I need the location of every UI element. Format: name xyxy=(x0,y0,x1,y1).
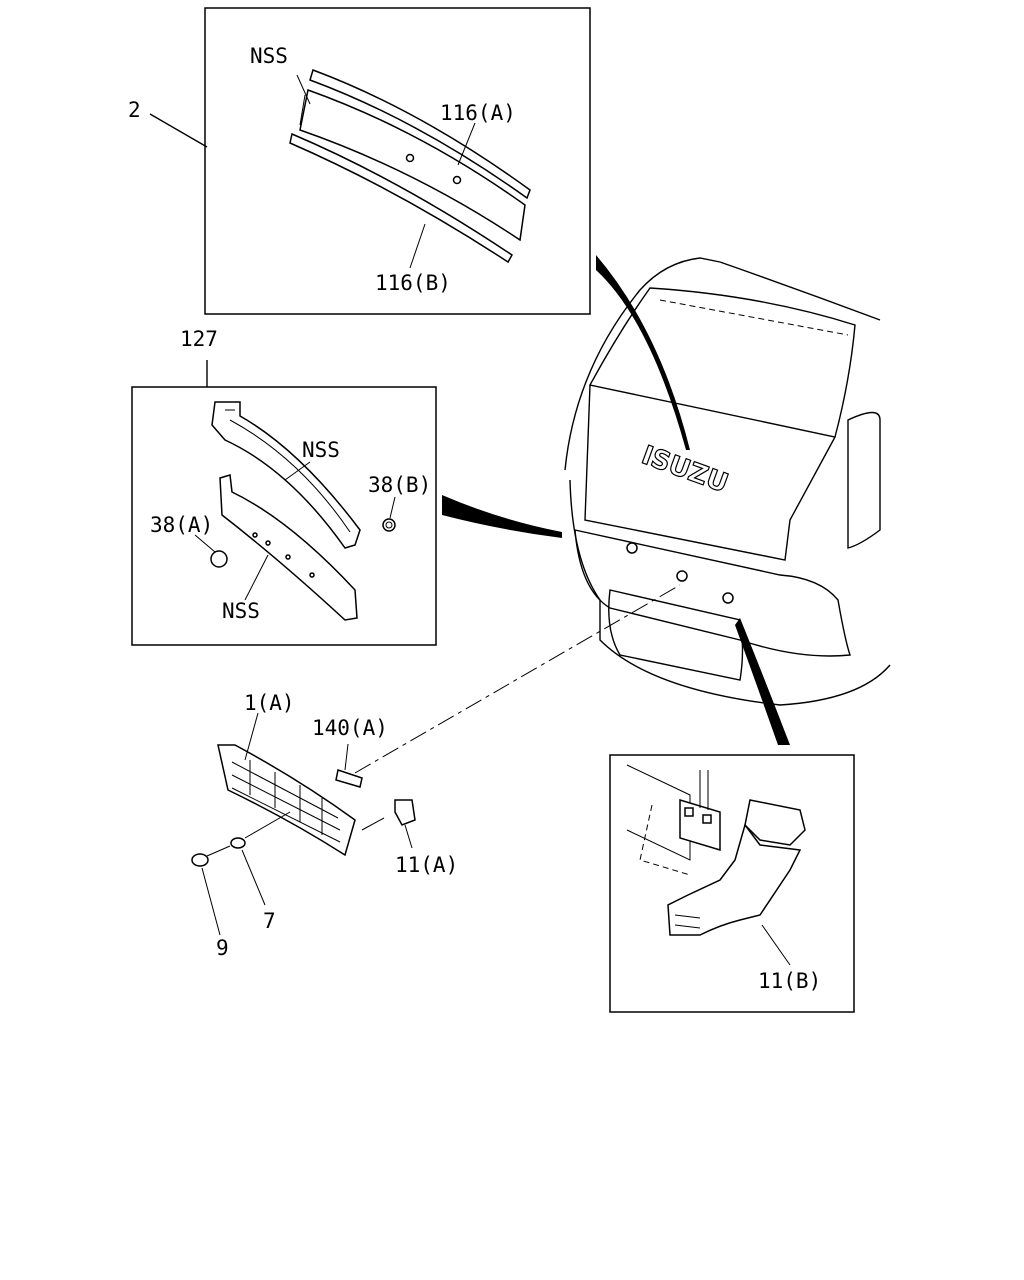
label-38a: 38(A) xyxy=(150,513,213,537)
leader-7 xyxy=(241,849,266,906)
detail-box-127: NSS 38(B) 38(A) NSS xyxy=(131,360,437,646)
windshield xyxy=(588,287,856,438)
screw-9 xyxy=(191,853,209,867)
screw-9-axis xyxy=(206,845,231,857)
trim-bar-detail xyxy=(229,419,351,533)
molding-116b xyxy=(289,132,513,264)
leader-38b xyxy=(389,496,396,519)
cab-outline-top xyxy=(719,261,881,321)
grille-assembly: 1(A) 140(A) 11(A) 7 9 xyxy=(191,691,458,960)
clip-11b-ridges xyxy=(674,914,701,929)
side-mirror xyxy=(847,411,881,549)
grille-clip-location xyxy=(722,592,734,604)
label-nss-mid: NSS xyxy=(302,438,340,462)
washer-7-axis xyxy=(244,811,291,839)
label-11a: 11(A) xyxy=(395,853,458,877)
detail-box-11b: 11(B) xyxy=(609,754,855,1013)
pointer-arrow-molding xyxy=(596,255,690,450)
label-38b: 38(B) xyxy=(368,473,431,497)
detail-box-11b-frame xyxy=(609,754,855,1013)
isuzu-emblem: ISUZU xyxy=(638,440,732,499)
windshield-dashed-line xyxy=(659,299,849,336)
label-7: 7 xyxy=(263,909,276,933)
emblem-140a xyxy=(335,769,363,788)
panel-hole xyxy=(309,572,315,578)
connector-line-140a xyxy=(354,584,681,774)
hidden-line xyxy=(639,804,691,876)
pointer-arrow-11b xyxy=(735,618,790,745)
label-nss-top: NSS xyxy=(250,44,288,68)
leader-1a xyxy=(244,712,259,761)
panel-hole xyxy=(265,540,271,546)
clip-38b xyxy=(382,518,396,532)
clip-11a-approach xyxy=(361,817,385,831)
clip-11a xyxy=(394,799,416,826)
leader-nss-top xyxy=(296,74,311,105)
molding-panel-edge xyxy=(299,94,306,126)
leader-9 xyxy=(201,867,221,936)
label-nss-low: NSS xyxy=(222,599,260,623)
mounting-slot xyxy=(684,807,694,817)
label-9: 9 xyxy=(216,936,229,960)
panel-hole xyxy=(285,554,291,560)
leader-11b xyxy=(761,924,791,966)
grille-clip-location xyxy=(626,542,638,554)
panel-hole xyxy=(252,532,258,538)
vehicle-front-view: ISUZU xyxy=(564,257,891,706)
clip-38b-center xyxy=(385,521,393,529)
molding-hole xyxy=(405,153,415,163)
label-140a: 140(A) xyxy=(312,716,388,740)
leader-nss-low xyxy=(244,554,269,601)
clip-38a xyxy=(210,550,228,568)
pointer-arrow-127 xyxy=(442,495,562,538)
leader-116a xyxy=(457,122,476,166)
leader-11a xyxy=(404,824,413,849)
leader-nss-mid xyxy=(284,461,311,481)
label-1a: 1(A) xyxy=(244,691,295,715)
leader-38a xyxy=(194,534,216,553)
body-lower-outline xyxy=(569,479,891,706)
detail-box-127-frame xyxy=(131,386,437,646)
washer-7 xyxy=(230,837,246,849)
bumper-area xyxy=(574,529,851,657)
leader-2 xyxy=(149,113,208,148)
clip-11b-body xyxy=(667,823,802,936)
mounting-stem xyxy=(699,770,709,810)
trim-panel-lower xyxy=(219,474,358,621)
molding-hole xyxy=(452,175,462,185)
leader-140a xyxy=(344,743,349,771)
molding-panel-edge xyxy=(519,204,526,241)
label-116b: 116(B) xyxy=(375,271,451,295)
hood-front xyxy=(584,384,836,561)
label-116a: 116(A) xyxy=(440,101,516,125)
molding-116a xyxy=(309,69,531,200)
label-127: 127 xyxy=(180,327,218,351)
mounting-slot xyxy=(702,814,712,824)
detail-box-molding-frame xyxy=(204,7,591,315)
label-2: 2 xyxy=(128,98,141,122)
label-11b: 11(B) xyxy=(758,969,821,993)
leader-116b xyxy=(409,223,426,269)
detail-box-molding: NSS 116(A) 116(B) xyxy=(204,7,591,315)
grille-clip-location xyxy=(676,570,688,582)
trim-bar-upper xyxy=(211,401,361,549)
